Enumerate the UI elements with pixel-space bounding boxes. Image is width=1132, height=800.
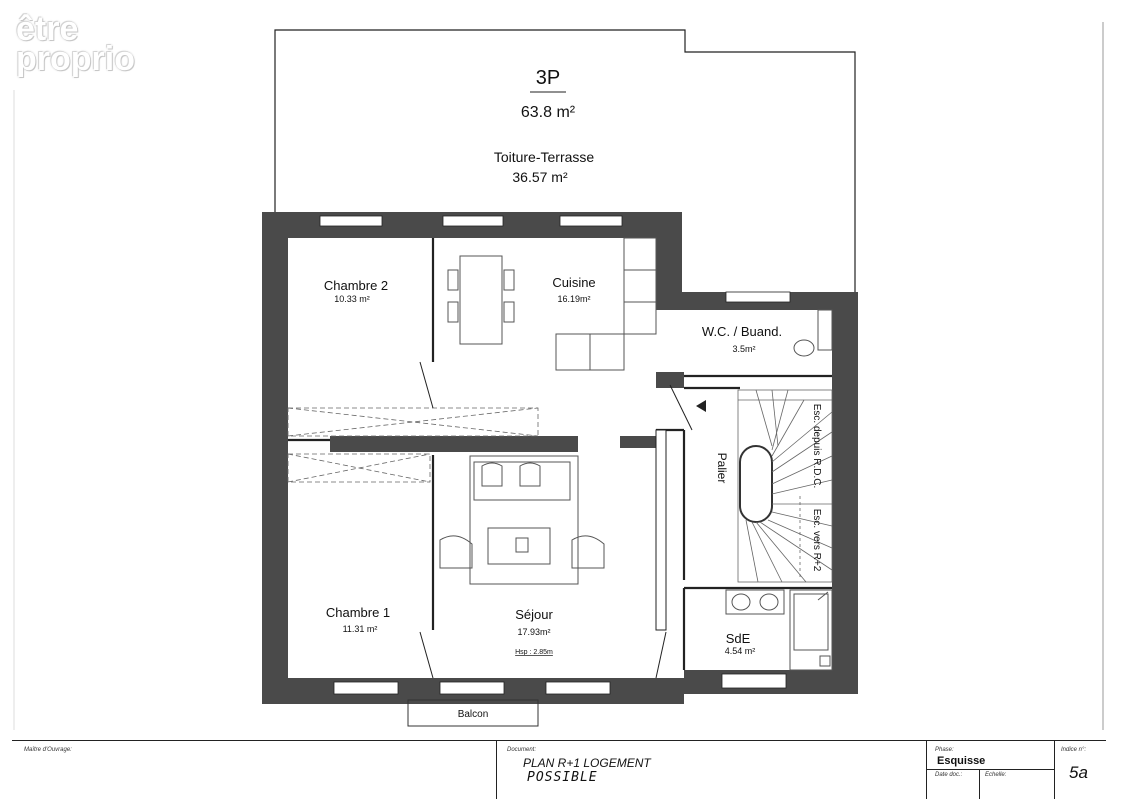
room-name-sde: SdE	[726, 631, 751, 646]
room-area-chambre-1: 11.31 m²	[343, 624, 378, 634]
date-label: Date doc.:	[935, 772, 963, 778]
balcony-label: Balcon	[458, 709, 489, 720]
room-name-wc: W.C. / Buand.	[702, 324, 782, 339]
logo-line-2: proprio	[16, 40, 135, 78]
wc-fixtures	[793, 309, 833, 357]
ceiling-height-note: Hsp : 2.85m	[515, 649, 553, 656]
owner-label: Maître d'Ouvrage:	[24, 747, 72, 753]
wc-left-wall	[656, 372, 684, 388]
room-name-chambre-1: Chambre 1	[326, 605, 390, 620]
room-name-sejour: Séjour	[515, 607, 553, 622]
room-name-chambre-2: Chambre 2	[324, 278, 388, 293]
interior-walls	[288, 238, 832, 670]
phase-divider	[927, 769, 1055, 770]
palier-label: Palier	[715, 453, 729, 484]
index-label: Indice n°:	[1061, 747, 1087, 753]
document-cell: Document: PLAN R+1 LOGEMENT POSSIBLE	[496, 741, 927, 799]
door-swings	[419, 361, 693, 679]
index-value: 5a	[1069, 763, 1088, 782]
living-furniture	[439, 455, 605, 585]
phase-label: Phase:	[935, 747, 954, 753]
stairs-up-label: Esc. vers R+2	[811, 509, 822, 572]
balcony-outline	[407, 699, 539, 727]
sejour-right-wall	[655, 429, 667, 631]
bedroom-divider-wall	[330, 436, 578, 452]
entrance-arrow-icon	[696, 400, 706, 412]
corridor-wall	[620, 436, 656, 448]
document-title: PLAN R+1 LOGEMENT	[523, 756, 651, 770]
date-scale-divider	[979, 769, 980, 799]
title-block: Maître d'Ouvrage: Document: PLAN R+1 LOG…	[12, 740, 1106, 799]
room-area-cuisine: 16.19m²	[557, 294, 590, 304]
terrace-area: 36.57 m²	[512, 169, 568, 185]
phase-cell: Phase: Esquisse Date doc.: Echelle:	[926, 741, 1055, 799]
etre-proprio-logo: être proprio	[16, 10, 135, 78]
room-area-chambre-2: 10.33 m²	[334, 294, 370, 304]
windows	[319, 215, 791, 695]
terrace-outline	[274, 29, 856, 292]
index-cell: Indice n°: 5a	[1054, 741, 1107, 799]
terrace-name: Toiture-Terrasse	[494, 149, 595, 165]
room-area-wc: 3.5m²	[732, 344, 755, 354]
wardrobes	[287, 407, 539, 483]
stairs-down-label: Esc. depuis R.D.C.	[811, 404, 822, 488]
room-area-sejour: 17.93m²	[517, 627, 550, 637]
apartment-type: 3P	[536, 67, 560, 89]
room-name-cuisine: Cuisine	[552, 275, 595, 290]
total-area: 63.8 m²	[521, 104, 576, 121]
sde-fixtures	[725, 589, 833, 671]
scale-label: Echelle:	[985, 772, 1007, 778]
handwritten-note: POSSIBLE	[527, 770, 598, 785]
room-area-sde: 4.54 m²	[725, 646, 756, 656]
phase-value: Esquisse	[937, 755, 986, 767]
document-label: Document:	[507, 747, 537, 753]
logo-line-1: être	[16, 10, 79, 48]
staircase	[737, 389, 833, 583]
kitchen-furniture	[447, 237, 657, 371]
